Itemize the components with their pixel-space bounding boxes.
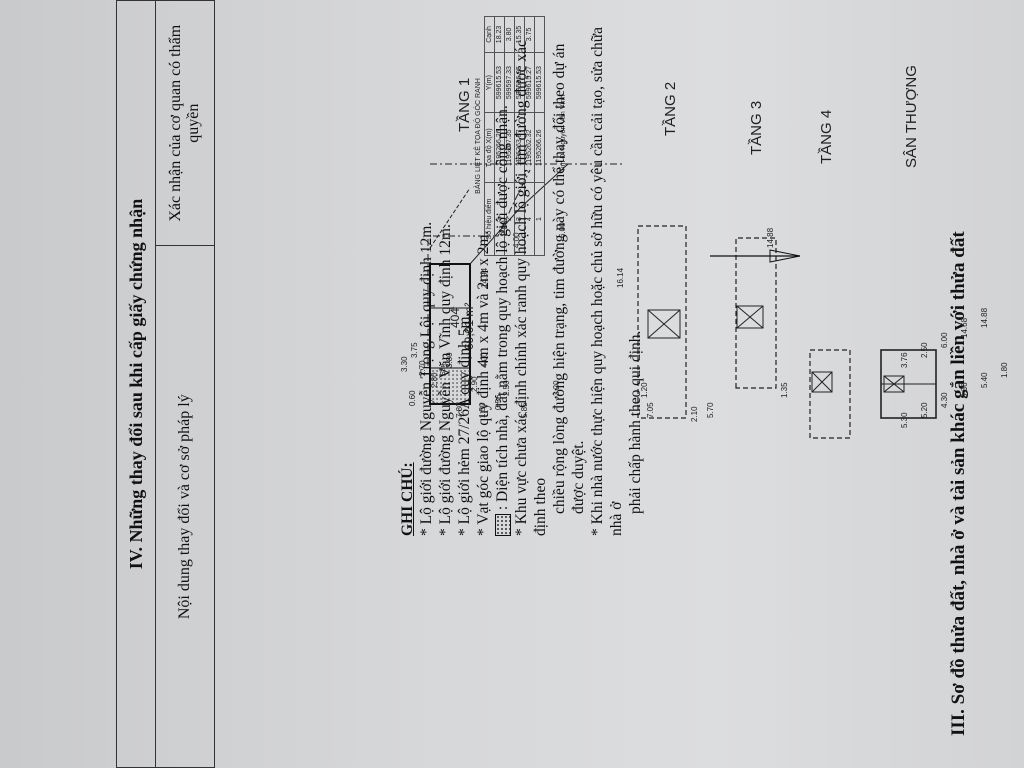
- rooftop-stair-box: [883, 375, 905, 393]
- hatch-legend-swatch: [495, 514, 512, 536]
- dim-570: 5.70: [706, 402, 715, 418]
- note-line: * Khi nhà nước thực hiện quy hoạch hoặc …: [589, 26, 625, 536]
- note-line: * Khu vực chưa xác định chính xác ranh q…: [513, 40, 549, 536]
- section4: IV. Những thay đổi sau khi cấp giấy chứn…: [110, 0, 215, 768]
- floor4-outline: [809, 349, 851, 439]
- dim-1488: 14.88: [766, 227, 775, 248]
- section4-col-content: Nội dung thay đổi và cơ sở pháp lý: [155, 245, 215, 768]
- dim-705: 7.05: [646, 402, 655, 418]
- dim-430: 4.30: [940, 392, 949, 408]
- dim-600b: 6.00: [940, 332, 949, 348]
- floor2-outline: [637, 225, 687, 419]
- street-centerline-right: [427, 169, 531, 366]
- note-line: * Lộ giới đường Nguyễn Trọng Lội quy địn…: [418, 221, 435, 536]
- dim-210: 2.10: [690, 406, 699, 422]
- floor3-outline: [735, 237, 777, 389]
- note-line: * Vạt góc giao lộ quy định 4m x 4m và 2m…: [475, 230, 492, 536]
- dim-540: 5.40: [980, 372, 989, 388]
- dim-180: 1.80: [1000, 362, 1009, 378]
- note-line: : Diện tích nhà, đất nằm trong quy hoạch…: [493, 16, 512, 536]
- dim-376: 3.76: [900, 352, 909, 368]
- section4-title: IV. Những thay đổi sau khi cấp giấy chứn…: [116, 0, 156, 768]
- dim-1488b: 14.88: [980, 307, 989, 328]
- notes-title: GHI CHÚ:: [399, 462, 416, 536]
- dim-250b: 2.50: [920, 342, 929, 358]
- dim-530: 5.30: [900, 412, 909, 428]
- plot-hatched-area: [429, 367, 471, 405]
- note-line: * Lộ giới đường Nguyễn Văn Vĩnh quy định…: [437, 224, 454, 536]
- floor4-stair-box: [811, 371, 833, 393]
- note-line: chiều rộng lòng đường hiện trạng, tim đư…: [551, 43, 587, 514]
- notes-block: GHI CHÚ: * Lộ giới đường Nguyễn Trọng Lộ…: [398, 16, 645, 536]
- dim-135: 1.35: [780, 382, 789, 398]
- floor3-stair-box: [736, 305, 764, 329]
- dim-536: 5.36: [960, 382, 969, 398]
- note-line: * Lộ giới hẻm 27/26A quy định 5m.: [456, 312, 473, 536]
- section4-col-confirm: Xác nhận của cơ quan có thẩm quyền: [155, 0, 215, 246]
- note-line: phải chấp hành theo qui định.: [627, 330, 644, 514]
- floor2-stair-box: [647, 309, 681, 339]
- dim-520: 5.20: [920, 402, 929, 418]
- corner-cut: [469, 163, 569, 265]
- dim-1468: 14.68: [960, 317, 969, 338]
